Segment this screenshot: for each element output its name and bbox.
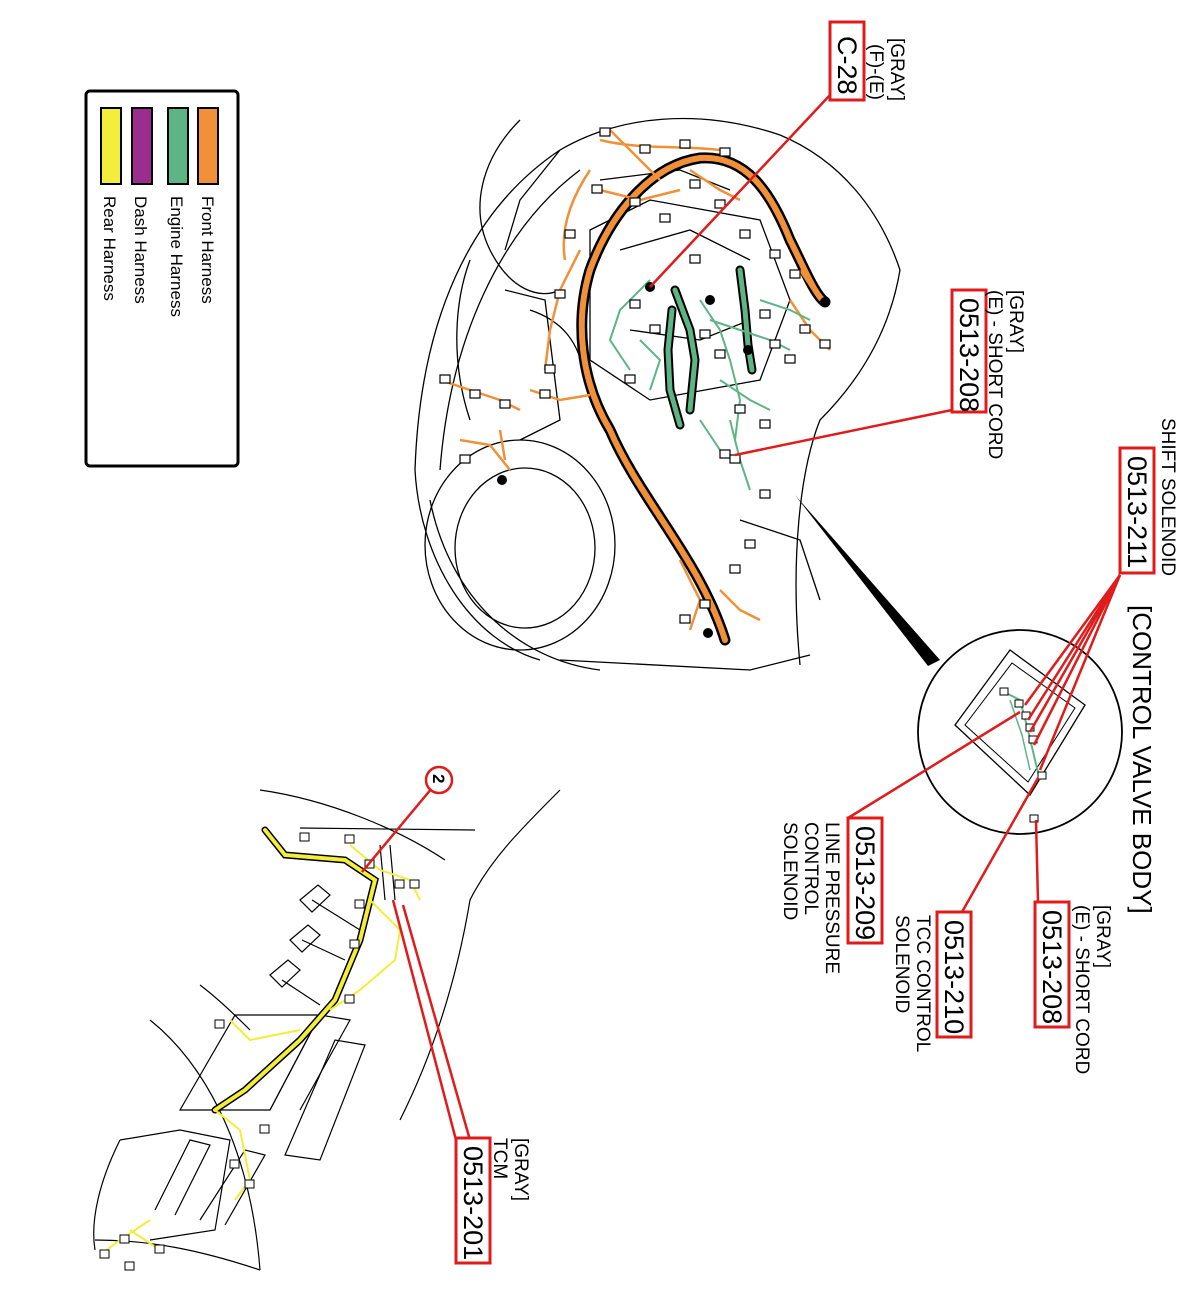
callout-tcc-line1: TCC CONTROL — [912, 915, 933, 1052]
callout-sc208-bottom-box — [1033, 900, 1071, 1029]
legend-swatch-front — [197, 107, 219, 185]
marker-2: 2 — [424, 765, 454, 795]
engine-bay-connectors — [439, 127, 831, 624]
engine-bay-drawing — [414, 117, 901, 671]
leader-marker-2 — [361, 787, 433, 873]
callout-tcc-box — [935, 910, 973, 1039]
leader-tcm-b — [401, 904, 472, 1141]
callout-line-pressure: 0513-209 LINE PRESSURE CONTROL SOLENOID — [779, 816, 884, 974]
callout-line-pressure-line3: SOLENOID — [779, 822, 800, 920]
callout-shift-box — [1118, 446, 1156, 575]
callout-shift-code: 0513-211 — [1122, 456, 1152, 568]
leader-tcc — [960, 777, 1040, 913]
callout-c28: C-28 [GRAY] (F)-(E) — [828, 20, 907, 102]
legend-swatch-dash — [131, 107, 153, 185]
leader-line-pressure — [847, 710, 1021, 820]
valve-body-title: [CONTROL VALVE BODY] — [1127, 605, 1157, 914]
callout-sc208-bottom-line2: (E) - SHORT CORD — [1071, 905, 1092, 1074]
callout-tcm: 0513-201 [GRAY] TCM — [454, 1136, 531, 1265]
cabin-drawing — [93, 789, 561, 1271]
legend-label-engine: Engine Harness — [167, 196, 186, 317]
callout-tcm-line2: TCM — [489, 1138, 510, 1179]
callout-sc208-top-code: 0513-208 — [954, 298, 984, 412]
control-valve-body-drawing — [795, 495, 1123, 835]
callout-sc208-bottom: 0513-208 [GRAY] (E) - SHORT CORD — [1033, 900, 1113, 1074]
callout-tcm-box — [454, 1136, 492, 1265]
magnifier-pointer — [795, 495, 940, 666]
callout-sc208-top-line2: (E) - SHORT CORD — [984, 290, 1005, 459]
callout-tcm-code: 0513-201 — [458, 1146, 488, 1260]
callout-tcm-line1: [GRAY] — [510, 1138, 531, 1201]
leader-c28 — [649, 94, 831, 288]
callout-shift-solenoid: 0513-211 SHIFT SOLENOID — [1118, 418, 1178, 576]
callout-sc208-top: 0513-208 [GRAY] (E) - SHORT CORD — [950, 288, 1026, 459]
legend-swatch-rear — [100, 107, 122, 185]
callout-sc208-bottom-line1: [GRAY] — [1092, 905, 1113, 968]
leader-sc208-bottom — [1034, 819, 1040, 903]
callout-c28-box — [828, 20, 866, 102]
callout-c28-line1: [GRAY] — [886, 38, 907, 101]
leader-tcm-a — [391, 899, 458, 1141]
callout-line-pressure-box — [846, 816, 884, 945]
legend-label-rear: Rear Harness — [100, 196, 119, 301]
engine-harness — [608, 265, 811, 491]
legend: Front Harness Engine Harness Dash Harnes… — [84, 89, 240, 468]
callout-line-pressure-line1: LINE PRESSURE — [821, 822, 842, 974]
callout-sc208-bottom-code: 0513-208 — [1037, 910, 1067, 1024]
legend-swatch-engine — [167, 107, 189, 185]
rear-harness — [99, 826, 421, 1271]
callout-line-pressure-code: 0513-209 — [850, 826, 880, 940]
leader-sc208-top — [734, 408, 953, 457]
callout-sc208-top-box — [950, 288, 988, 414]
callout-leaders — [361, 94, 1122, 1141]
legend-label-front: Front Harness — [198, 196, 217, 304]
callout-c28-line2: (F)-(E) — [865, 44, 886, 100]
callout-tcc-line2: SOLENOID — [891, 915, 912, 1013]
callout-line-pressure-line2: CONTROL — [800, 822, 821, 915]
callout-c28-code: C-28 — [832, 36, 862, 95]
callout-shift-line1: SHIFT SOLENOID — [1157, 418, 1178, 576]
engine-bay-grommets — [497, 282, 830, 638]
legend-label-dash: Dash Harness — [131, 196, 150, 304]
callout-tcc: 0513-210 TCC CONTROL SOLENOID — [891, 910, 973, 1052]
marker-2-label: 2 — [429, 774, 448, 783]
callout-sc208-top-line1: [GRAY] — [1005, 290, 1026, 353]
callout-tcc-code: 0513-210 — [939, 920, 969, 1034]
